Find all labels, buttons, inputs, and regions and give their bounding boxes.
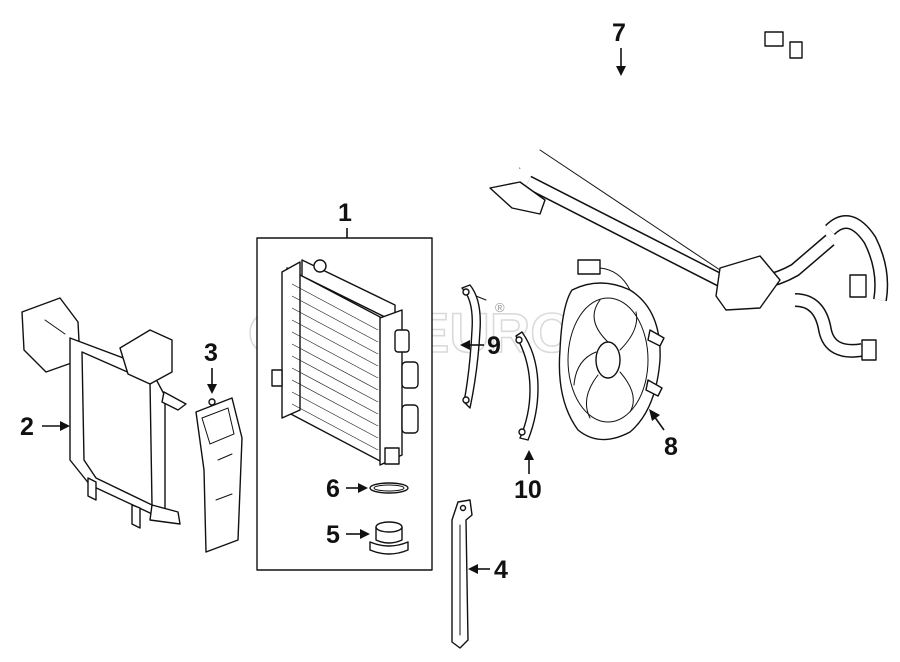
callout-10: 10	[514, 450, 542, 504]
callout-number: 1	[338, 199, 352, 227]
callout-4: 4	[468, 556, 508, 584]
callout-5: 5	[326, 521, 370, 549]
seal-strip-upper[interactable]	[461, 284, 487, 409]
mounting-strip[interactable]	[451, 499, 473, 649]
callout-number: 4	[494, 556, 508, 584]
radiator-support-frame[interactable]	[21, 297, 187, 529]
watermark-registered: ®	[495, 300, 505, 315]
callout-6: 6	[326, 475, 368, 503]
callout-number: 5	[326, 521, 340, 549]
radiator-assembly[interactable]	[256, 228, 433, 571]
callout-number: 3	[204, 339, 218, 367]
radiator-cap[interactable]	[369, 521, 409, 555]
callout-number: 7	[612, 19, 626, 47]
coolant-hose-assembly[interactable]	[489, 31, 889, 361]
callout-3: 3	[204, 339, 218, 394]
cooling-fan-assembly[interactable]	[558, 259, 665, 441]
o-ring[interactable]	[369, 482, 409, 494]
callout-number: 9	[487, 332, 501, 360]
callout-8: 8	[649, 409, 678, 461]
side-bracket[interactable]	[195, 397, 243, 553]
callout-number: 8	[664, 433, 678, 461]
callout-number: 10	[514, 476, 542, 504]
callout-number: 2	[20, 413, 34, 441]
callout-9: 9	[460, 332, 501, 360]
callout-1: 1	[338, 199, 352, 227]
callout-number: 6	[326, 475, 340, 503]
callout-2: 2	[20, 413, 70, 441]
seal-strip-lower[interactable]	[515, 331, 539, 441]
callout-7: 7	[612, 19, 626, 76]
